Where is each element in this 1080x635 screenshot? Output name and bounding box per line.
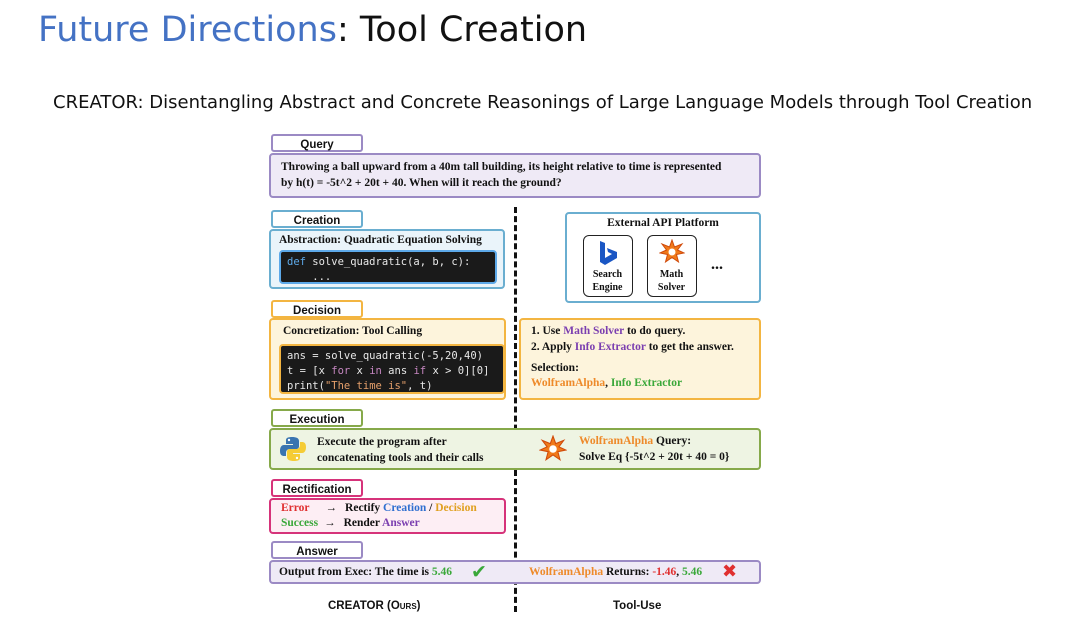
decision-step-1: 1. Use Math Solver to do query. [531, 325, 686, 337]
code-frag: x > 0][0] [426, 365, 490, 377]
code-frag: , t) [407, 380, 433, 392]
title-accent: Future Directions [38, 10, 337, 50]
answer-right: WolframAlpha Returns: -1.46, 5.46 [529, 566, 703, 578]
check-icon: ✔ [471, 561, 487, 583]
code-line-1: solve_quadratic(a, b, c): [305, 256, 471, 268]
query-box: Throwing a ball upward from a 40m tall b… [269, 153, 761, 198]
rectification-success-row: Success→Render Answer [281, 517, 420, 529]
execution-line-1: Execute the program after [317, 436, 447, 448]
decision-left-box: Concretization: Tool Calling ans = solve… [269, 318, 506, 400]
title-rest: : Tool Creation [336, 10, 588, 50]
wolfram-star-icon [539, 435, 567, 462]
query-line-2: by h(t) = -5t^2 + 20t + 40. When will it… [281, 177, 562, 189]
creation-code: def solve_quadratic(a, b, c): ... [279, 250, 497, 284]
bing-icon [600, 241, 617, 265]
math-solver-label-1: Math [659, 269, 684, 280]
code-kw: if [413, 365, 427, 377]
decision-code: ans = solve_quadratic(-5,20,40) t = [x f… [279, 344, 505, 394]
footer-tooluse-label: Tool-Use [613, 600, 662, 612]
selection-values: WolframAlpha, Info Extractor [531, 377, 683, 389]
external-api-box: External API Platform Search Engine Math… [565, 212, 761, 303]
external-api-title: External API Platform [607, 217, 719, 229]
column-divider [514, 207, 517, 612]
answer-box: Output from Exec: The time is 5.46 ✔ Wol… [269, 560, 761, 584]
execution-box: Execute the program after concatenating … [269, 428, 761, 470]
wolfram-query-label: WolframAlpha Query: [579, 435, 692, 447]
decision-tab: Decision [271, 300, 363, 318]
rectification-error-row: Error→Rectify Creation / Decision [281, 502, 477, 514]
math-solver-label-2: Solver [657, 282, 686, 293]
more-tools-ellipsis: ... [711, 256, 723, 273]
creation-heading: Abstraction: Quadratic Equation Solving [279, 234, 482, 246]
rectification-tab: Rectification [271, 479, 363, 497]
footer-creator-label: CREATOR (Ours) [328, 600, 421, 612]
decision-code-line-1: ans = solve_quadratic(-5,20,40) [287, 350, 483, 362]
code-line-2: ... [287, 271, 332, 283]
paper-subtitle: CREATOR: Disentangling Abstract and Conc… [53, 92, 1033, 113]
cross-icon: ✖ [722, 561, 738, 582]
creation-box: Abstraction: Quadratic Equation Solving … [269, 229, 505, 289]
decision-heading: Concretization: Tool Calling [283, 325, 423, 337]
wolfram-equation: Solve Eq {-5t^2 + 20t + 40 = 0} [579, 451, 730, 463]
selection-label: Selection: [531, 362, 579, 374]
decision-right-box: 1. Use Math Solver to do query. 2. Apply… [519, 318, 761, 400]
slide-title: Future Directions: Tool Creation [38, 10, 587, 50]
search-engine-label-2: Engine [592, 282, 623, 293]
code-kw: in [369, 365, 382, 377]
query-tab: Query [271, 134, 363, 152]
rectification-box: Error→Rectify Creation / Decision Succes… [269, 498, 506, 534]
search-engine-card: Search Engine [583, 235, 633, 297]
answer-tab: Answer [271, 541, 363, 559]
answer-left: Output from Exec: The time is 5.46 [279, 566, 453, 578]
creation-tab: Creation [271, 210, 363, 228]
code-frag: ans [381, 365, 414, 377]
query-line-1: Throwing a ball upward from a 40m tall b… [281, 161, 722, 173]
execution-line-2: concatenating tools and their calls [317, 452, 484, 464]
python-icon [280, 437, 306, 461]
code-frag: t = [x [287, 365, 332, 377]
wolfram-star-icon [659, 239, 685, 264]
code-frag: print( [287, 380, 325, 392]
decision-step-2: 2. Apply Info Extractor to get the answe… [531, 341, 734, 353]
execution-tab: Execution [271, 409, 363, 427]
code-frag: x [350, 365, 370, 377]
math-solver-card: Math Solver [647, 235, 697, 297]
code-kw: for [331, 365, 351, 377]
search-engine-label-1: Search [592, 269, 623, 280]
code-string: "The time is" [324, 380, 408, 392]
code-keyword: def [287, 256, 306, 268]
